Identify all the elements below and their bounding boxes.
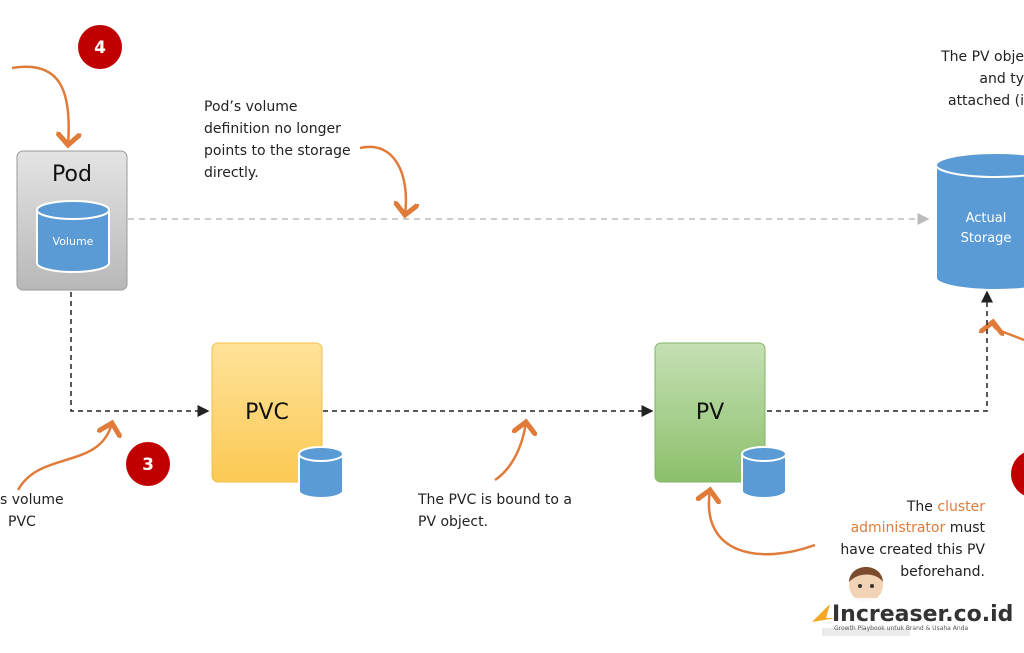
note-line: have created this PV: [840, 542, 985, 558]
svg-text:The cluster: The cluster: [906, 499, 985, 515]
note-accent: cluster: [937, 499, 985, 515]
note-line: PV object.: [418, 514, 488, 530]
pv-box: PV: [654, 342, 766, 483]
note-line: The PV obje: [940, 49, 1024, 65]
note-line: directly.: [204, 165, 259, 181]
note-text: The: [906, 499, 938, 515]
note-pod-volume: Pod’s volume definition no longer points…: [204, 99, 351, 181]
pvc-box: PVC: [211, 342, 323, 483]
step-badge-3: 3: [126, 442, 170, 486]
orange-arrow: [709, 490, 816, 556]
orange-arrow: [993, 322, 1024, 342]
badge-number: 4: [94, 38, 106, 58]
volume-label: Volume: [53, 235, 94, 248]
pod-box: Pod Volume: [16, 150, 128, 291]
orange-arrow: [11, 65, 69, 145]
note-bound: The PVC is bound to a PV object.: [417, 492, 572, 530]
pod-label: Pod: [52, 162, 92, 187]
pv-label: PV: [696, 400, 724, 425]
badge-number: 3: [142, 455, 154, 475]
orange-arrow: [16, 423, 112, 491]
watermark-tagline: Growth Playbook untuk Brand & Usaha Anda: [834, 625, 968, 632]
orange-arrow: [359, 145, 406, 215]
pv-cylinder-icon: [741, 446, 787, 499]
pv-to-storage-arrow: [767, 290, 993, 412]
note-line: definition no longer: [204, 121, 341, 137]
note-line: s volume: [0, 492, 64, 508]
svg-text:administrator must: administrator must: [851, 520, 986, 536]
note-pod-pvc: s volume PVC: [0, 492, 64, 530]
pod-to-pvc-arrow: [70, 292, 210, 417]
note-accent: administrator: [851, 520, 946, 536]
note-line: PVC: [8, 514, 36, 530]
storage-label: Actual: [966, 211, 1007, 226]
pvc-cylinder-icon: [298, 446, 344, 499]
note-text: must: [945, 520, 985, 536]
watermark-logo: Increaser.co.id Growth Playbook untuk Br…: [808, 598, 1013, 636]
note-line: attached (i: [948, 93, 1024, 109]
note-line: Pod’s volume: [204, 99, 297, 115]
pvc-label: PVC: [245, 400, 289, 425]
actual-storage-cylinder: Actual Storage: [935, 152, 1024, 291]
note-line: and ty: [979, 71, 1024, 87]
note-line: The PVC is bound to a: [417, 492, 572, 508]
orange-arrow: [494, 422, 526, 482]
note-line: beforehand.: [900, 564, 985, 580]
watermark-brand: Increaser.co.id: [832, 602, 1013, 627]
step-badge-partial: [1011, 452, 1024, 496]
note-line: points to the storage: [204, 143, 351, 159]
step-badge-4: 4: [78, 25, 122, 69]
note-pv-object: The PV obje and ty attached (i: [940, 49, 1024, 109]
storage-label: Storage: [961, 231, 1012, 246]
note-admin: The cluster administrator must have crea…: [840, 499, 985, 580]
volume-cylinder-icon: [36, 200, 110, 273]
